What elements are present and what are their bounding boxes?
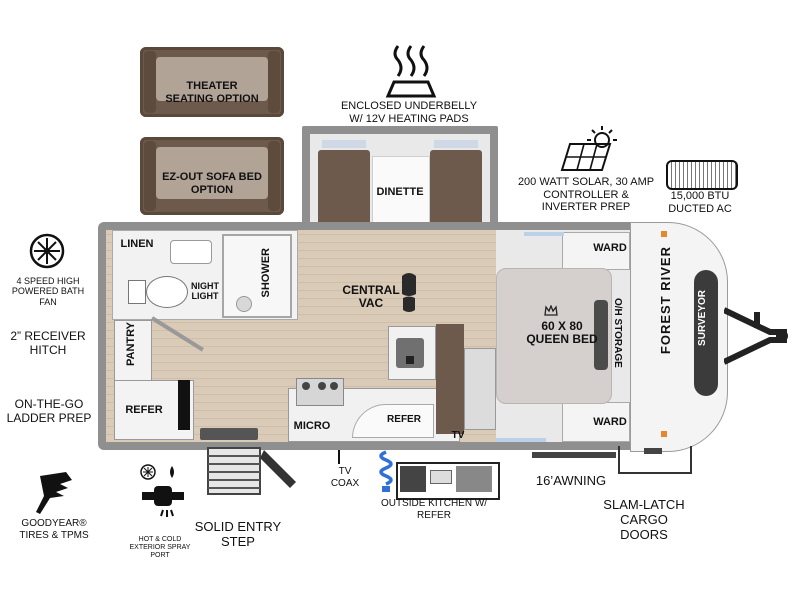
solar-label: 200 WATT SOLAR, 30 AMP CONTROLLER & INVE… xyxy=(517,176,655,214)
ward-top-label: WARD xyxy=(593,242,627,254)
cargo-doors-label: SLAM-LATCH CARGO DOORS xyxy=(603,497,685,542)
oh-storage-label: O/H STORAGE xyxy=(612,298,623,368)
entry-door[interactable] xyxy=(200,428,258,440)
brand-make: FOREST RIVER xyxy=(658,246,673,355)
goodyear-label: GOODYEAR® TIRES & TPMS xyxy=(19,518,89,541)
heat-icon xyxy=(385,45,437,98)
ez-out-sofa-label: EZ-OUT SOFA BED OPTION xyxy=(162,171,262,196)
tv-coax-label: TV COAX xyxy=(330,466,360,489)
pantry-label: PANTRY xyxy=(125,322,137,366)
dinette-table xyxy=(372,156,430,224)
ward-bottom xyxy=(562,402,630,442)
receiver-hitch-label: 2” RECEIVER HITCH xyxy=(10,329,86,357)
ladder-prep-label: ON-THE-GO LADDER PREP xyxy=(6,397,92,425)
refer-center xyxy=(352,404,434,438)
entry-step-icon[interactable] xyxy=(200,446,304,498)
underbelly-label: ENCLOSED UNDERBELLY W/ 12V HEATING PADS xyxy=(340,100,478,125)
shower xyxy=(222,234,292,318)
toilet xyxy=(146,276,188,308)
queen-bed xyxy=(496,268,612,404)
ac-unit-icon xyxy=(666,160,738,190)
linen-label: LINEN xyxy=(120,238,154,250)
tv-label: TV xyxy=(451,430,465,441)
outside-kitchen-label: OUTSIDE KITCHEN W/ REFER xyxy=(380,498,488,521)
spray-port-icon xyxy=(140,464,184,517)
tire-wing-icon xyxy=(36,472,72,514)
coax-icon xyxy=(338,450,340,464)
brand-model: SURVEYOR xyxy=(697,290,708,346)
micro-label: MICRO xyxy=(293,420,331,432)
theater-seating-option xyxy=(140,47,284,117)
central-vac-label: CENTRAL VAC xyxy=(342,283,400,311)
queen-bed-label: 60 X 80 QUEEN BED xyxy=(526,319,598,347)
spray-port-label: HOT & COLD EXTERIOR SPRAY PORT xyxy=(129,536,191,560)
theater-seating-label: THEATER SEATING OPTION xyxy=(165,80,259,105)
dinette-label: DINETTE xyxy=(376,186,424,198)
bed-pillow xyxy=(594,300,608,370)
night-light-label: NIGHT LIGHT xyxy=(191,281,219,301)
fan-icon xyxy=(29,233,65,269)
crown-icon xyxy=(544,305,558,316)
entry-step-label: SOLID ENTRY STEP xyxy=(194,519,282,549)
tv-panel xyxy=(464,348,496,430)
ac-label: 15,000 BTU DUCTED AC xyxy=(668,190,732,215)
sun-icon xyxy=(587,126,617,148)
dinette-seat-right xyxy=(430,150,482,228)
refer-label: REFER xyxy=(125,404,163,416)
shower-label: SHOWER xyxy=(260,248,272,298)
bath-sink xyxy=(170,240,212,264)
hose-icon xyxy=(379,450,393,492)
ez-out-sofa-option xyxy=(140,137,284,215)
center-cabinet xyxy=(436,324,464,434)
cargo-door-outline xyxy=(618,446,692,474)
bath-fan-label: 4 SPEED HIGH POWERED BATH FAN xyxy=(11,276,85,307)
refer-center-label: REFER xyxy=(387,414,421,425)
awning-label: 16’AWNING xyxy=(535,473,607,488)
ward-top xyxy=(562,232,630,270)
tongue-hitch xyxy=(724,307,788,365)
ward-bottom-label: WARD xyxy=(593,416,627,428)
dinette-seat-left xyxy=(318,150,370,228)
awning xyxy=(532,452,616,458)
boot-print-icon xyxy=(402,273,416,312)
